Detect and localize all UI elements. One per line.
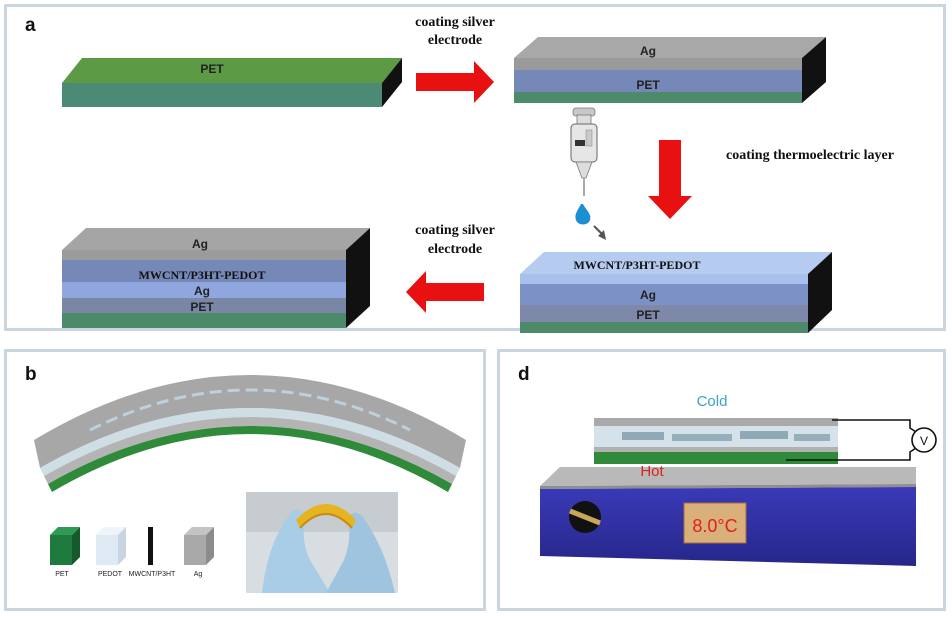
arrow1-label-line1: coating silver: [415, 15, 495, 30]
label-ag-step3: Ag: [640, 288, 656, 302]
label-pet-step1: PET: [200, 62, 224, 76]
arrow3-label-line2: electrode: [428, 242, 482, 257]
arrow-down-2: [648, 140, 692, 219]
voltmeter-label: V: [920, 434, 928, 448]
arrow-right-1: [416, 61, 494, 103]
label-ag-step4: Ag: [194, 284, 210, 298]
voltmeter-circuit: [786, 419, 937, 461]
legend-label-pedot: PEDOT: [98, 571, 123, 578]
legend-label-ag: Ag: [194, 571, 203, 578]
label-layer-step3: MWCNT/P3HT-PEDOT: [574, 258, 701, 272]
thermoelectric-device: [594, 418, 838, 464]
label-pet-step2: PET: [636, 78, 660, 92]
arrow1-label-line2: electrode: [428, 33, 482, 48]
hot-plate: [540, 467, 916, 566]
label-ag-top-step4: Ag: [192, 237, 208, 251]
slab-layered-step3: [520, 252, 832, 333]
device-photo: [246, 492, 398, 593]
legend-mwcnt-bar: [148, 527, 153, 565]
legend-pet-cube: [50, 527, 80, 565]
panel-letter-a: a: [25, 15, 36, 36]
slab-pet-step1: [62, 58, 402, 107]
panel-letter-b: b: [25, 364, 37, 385]
legend-label-pet: PET: [55, 571, 69, 578]
label-pet-step4: PET: [190, 300, 214, 314]
curved-device: [34, 375, 466, 492]
arrow2-label: coating thermoelectric layer: [726, 148, 894, 163]
slab-ag-pet-step2: [514, 37, 826, 103]
label-ag-step2: Ag: [640, 44, 656, 58]
label-layer-step4: MWCNT/P3HT-PEDOT: [139, 268, 266, 282]
cold-label: Cold: [697, 393, 728, 410]
slab-final-step4: [62, 228, 370, 328]
legend-label-mwcnt: MWCNT/P3HT: [129, 571, 176, 578]
hot-plate-display: 8.0°C: [692, 516, 737, 536]
legend-pedot-cube: [96, 527, 126, 565]
arrow-left-3: [406, 271, 484, 313]
panel-letter-d: d: [518, 364, 530, 385]
arrow3-label-line1: coating silver: [415, 223, 495, 238]
legend-ag-cube: [184, 527, 214, 565]
pipette-icon: [570, 107, 606, 240]
label-pet-step3: PET: [636, 308, 660, 322]
hot-label: Hot: [640, 463, 664, 480]
